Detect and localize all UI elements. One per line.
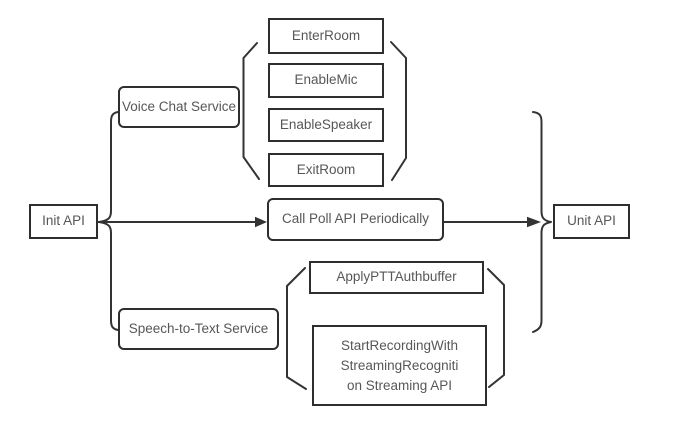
speech-bracket-right: [487, 268, 505, 388]
speech-bracket-left: [286, 267, 307, 390]
node-label: EnableSpeaker: [279, 116, 373, 132]
node-label: Unit API: [567, 213, 616, 229]
node-enter-room: EnterRoom: [268, 18, 384, 54]
node-speech-to-text-service: Speech-to-Text Service: [118, 308, 279, 350]
node-call-poll-api-periodically: Call Poll API Periodically: [267, 198, 444, 241]
arrow-init-to-callpoll: [97, 216, 267, 228]
right-curly-brace: [532, 111, 552, 333]
node-label-line: StreamingRecogniti: [340, 357, 459, 373]
node-label: Voice Chat Service: [121, 98, 237, 114]
node-label: EnterRoom: [291, 27, 361, 43]
node-label: Call Poll API Periodically: [281, 211, 430, 227]
node-label: ApplyPTTAuthbuffer: [336, 269, 457, 285]
node-init-api: Init API: [29, 204, 98, 239]
node-start-recording-streaming-api: StartRecordingWith StreamingRecogniti on…: [312, 325, 487, 406]
node-voice-chat-service: Voice Chat Service: [118, 86, 240, 128]
node-label: Init API: [42, 213, 85, 229]
voice-chat-bracket-left: [242, 42, 260, 180]
node-enable-mic: EnableMic: [268, 63, 384, 98]
arrow-callpoll-to-unitapi: [442, 216, 541, 228]
node-label: Speech-to-Text Service: [128, 320, 269, 336]
node-exit-room: ExitRoom: [268, 153, 384, 187]
left-curly-brace: [98, 111, 119, 331]
node-label: ExitRoom: [296, 161, 356, 177]
node-label-line: on Streaming API: [346, 377, 453, 393]
node-label-line: StartRecordingWith: [340, 337, 459, 353]
node-label: EnableMic: [294, 72, 358, 88]
node-unit-api: Unit API: [553, 204, 630, 239]
voice-chat-bracket-right: [390, 41, 407, 181]
node-apply-ptt-authbuffer: ApplyPTTAuthbuffer: [309, 261, 484, 294]
node-enable-speaker: EnableSpeaker: [268, 108, 384, 142]
